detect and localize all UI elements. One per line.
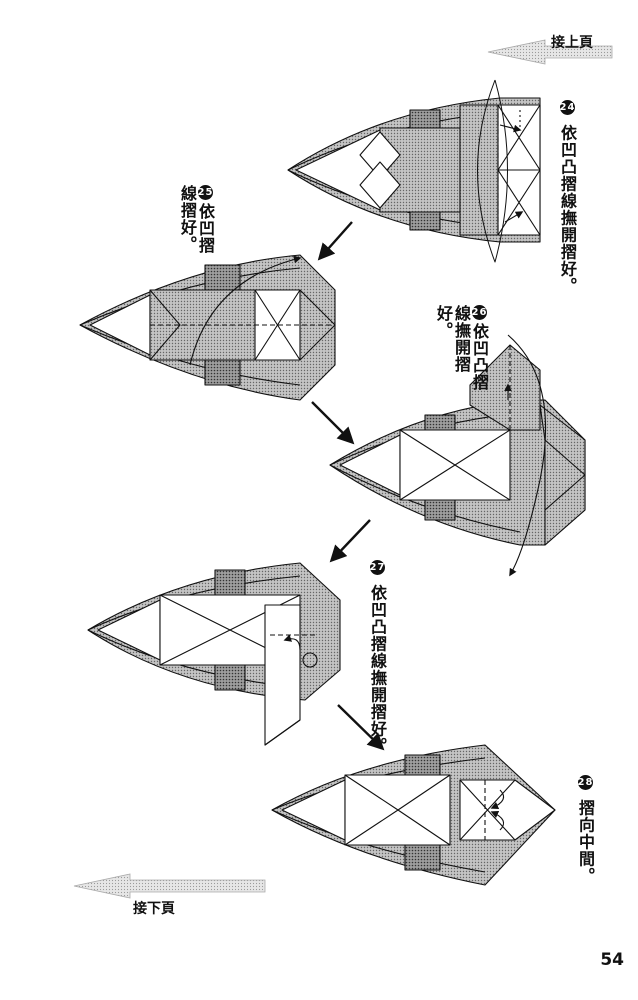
step-28-number: 28 (577, 775, 594, 790)
step-27-text: 依凹凸摺線撫開摺好。 (368, 584, 387, 755)
next-page-label: 接下頁 (133, 901, 175, 917)
step-26-number: 26 (471, 305, 488, 320)
step-27-caption: 27 依凹凸摺線撫開摺好。 (368, 560, 387, 755)
flow-arrows (311, 221, 385, 751)
step-26-text: 依凹凸摺線 (452, 305, 489, 391)
next-page-arrow (73, 873, 266, 899)
step-24-number: 24 (559, 100, 576, 115)
step-28-caption: 28 摺向中間。 (576, 775, 595, 885)
step-25-model (79, 254, 336, 401)
step-24-caption: 24 依凹凸摺線撫開摺好。 (558, 100, 577, 295)
step-28-model (271, 744, 556, 886)
step-25-text-2: 摺好。 (178, 202, 197, 253)
step-25-text: 依凹摺線 (178, 185, 215, 254)
step-26-caption: 26依凹凸摺線撫開摺好。 (434, 305, 489, 401)
step-25-number: 25 (197, 185, 214, 200)
step-27-number: 27 (369, 560, 386, 575)
step-28-text: 摺向中間。 (576, 799, 595, 885)
step-24-text: 依凹凸摺線撫開摺好。 (558, 124, 577, 295)
step-25-caption: 25依凹摺線摺好。 (178, 185, 215, 265)
step-27-model (87, 562, 341, 746)
prev-page-arrow (487, 39, 613, 65)
step-26-text-2: 撫開摺好。 (434, 305, 471, 373)
prev-page-label: 接上頁 (551, 35, 593, 51)
step-24-model (287, 79, 541, 263)
page-number: 54 (600, 950, 624, 970)
step-26-model (329, 334, 586, 577)
